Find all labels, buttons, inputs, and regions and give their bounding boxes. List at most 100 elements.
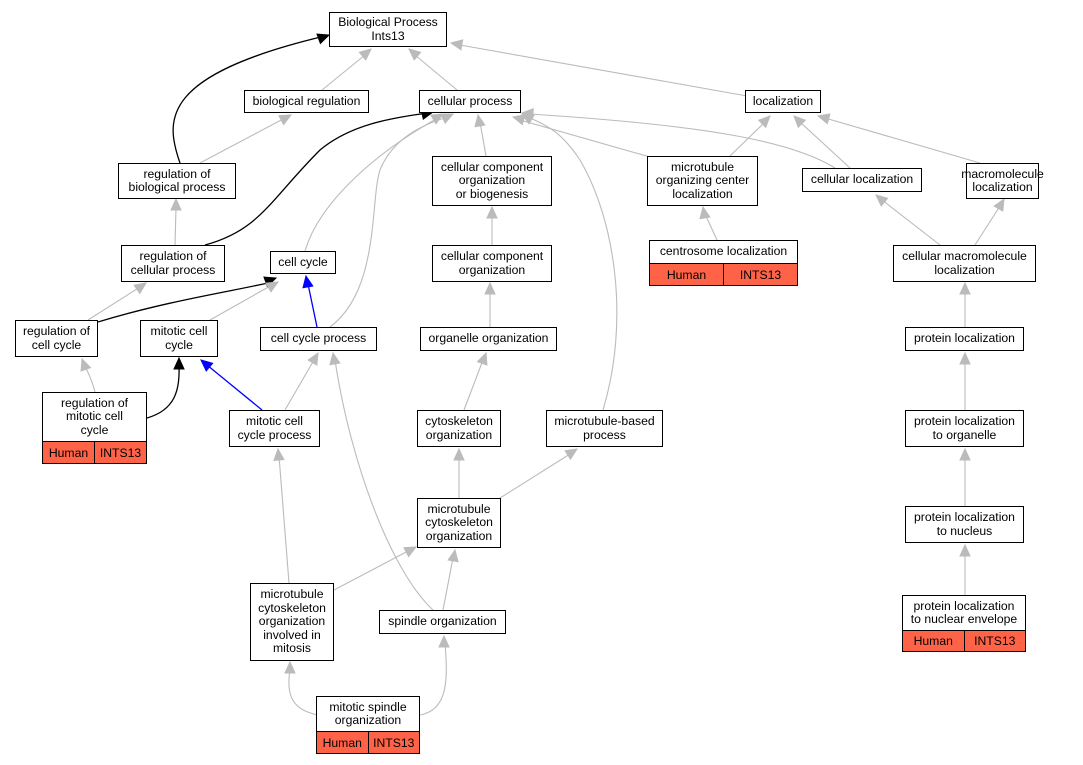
node-cellular-component-organization-or-biogenesis[interactable]: cellular component organization or bioge… [432,156,552,206]
edge-mt-cyto-to-mt-proc [499,453,571,499]
node-macromolecule-localization[interactable]: macromolecule localization [961,163,1044,199]
node-regulation-of-biological-process[interactable]: regulation of biological process [118,163,236,199]
edge-cmacro-to-cell-loc [881,199,941,246]
edge-ccob-to-cell-proc [479,121,487,157]
edge-mt-cyto-to-cyto-arrowhead [453,447,465,461]
edge-ms-to-mt-mitosis [288,669,319,716]
node-cellular-process[interactable]: cellular process [419,90,521,113]
edge-mitotic-cc-to-cell-cycle [209,284,273,321]
node-mitotic-spindle-organization[interactable]: mitotic spindle organization [316,696,420,732]
edge-cmacro-to-macro-loc-arrowhead [993,197,1005,212]
edge-cell-proc-to-bp [414,54,458,91]
node-protein-localization-to-organelle[interactable]: protein localization to organelle [905,410,1024,447]
node-cell-cycle[interactable]: cell cycle [270,251,336,274]
node-cell-cycle-process[interactable]: cell cycle process [260,327,377,351]
edge-bio-reg-to-bp [321,54,366,91]
node-regulation-of-mitotic-cell-cycle[interactable]: regulation of mitotic cell cycle [42,392,147,442]
node-microtubule-cytoskeleton-organization-involved-in-mitosis[interactable]: microtubule cytoskeleton organization in… [250,583,334,661]
gene-label: INTS13 [963,631,1026,651]
node-cellular-component-organization[interactable]: cellular component organization [432,245,552,282]
edge-mt-proc-to-cell-proc-arrowhead [520,113,535,125]
edge-reg-bio-to-bio-reg [199,117,286,164]
edge-ccp-to-cell-proc [329,116,449,328]
node-regulation-of-cellular-process[interactable]: regulation of cellular process [121,245,225,282]
edge-mitotic-cc-to-cell-cycle-arrowhead [265,281,280,293]
edge-mt-mitosis-to-mccp [278,455,290,584]
edge-cell-cycle-to-cell-proc-arrowhead [430,113,445,125]
edge-spindle-to-ccp [334,359,434,611]
species-label: Human [48,445,89,460]
node-cellular-macromolecule-localization[interactable]: cellular macromolecule localization [893,245,1036,282]
gene-label: INTS13 [94,442,146,463]
edge-ccp-to-cell-proc-arrowhead [440,113,455,125]
edge-cco-to-ccob-arrowhead [486,205,498,219]
edge-mccp-to-mitotic-cc-arrowhead [200,359,214,372]
edge-centrosome-to-mtoc-arrowhead [699,205,711,220]
edge-cell-proc-to-bp-arrowhead [408,48,422,61]
edge-ccob-to-cell-proc-arrowhead [474,113,486,128]
edge-reg-cc-to-cell-cycle [97,281,273,323]
edge-cell-loc-to-localization [799,121,851,169]
node-mitotic-cell-cycle-process[interactable]: mitotic cell cycle process [229,410,320,447]
node-regulation-of-cell-cycle[interactable]: regulation of cell cycle [15,320,98,357]
edge-spindle-to-ccp-arrowhead [329,351,341,366]
edge-ms-to-spindle [419,642,447,716]
node-cytoskeleton-organization[interactable]: cytoskeleton organization [417,410,501,447]
node-localization[interactable]: localization [745,90,821,113]
edge-mccp-to-ccp [284,359,315,411]
edge-reg-cell-to-reg-bio [174,207,177,246]
edge-reg-cell-to-reg-bio-arrowhead [170,197,182,211]
annotation-mitotic-spindle-organization: Human INTS13 [316,732,420,754]
edge-reg-cc-to-reg-cell [87,286,141,321]
edge-ms-to-mt-mitosis-arrowhead [284,660,296,674]
node-microtubule-organizing-center-localization[interactable]: microtubule organizing center localizati… [647,156,758,206]
edge-reg-mcc-to-mitotic-cc-arrowhead [173,356,185,370]
node-spindle-organization[interactable]: spindle organization [379,610,506,634]
edge-mtoc-to-localization-arrowhead [757,115,771,129]
node-microtubule-cytoskeleton-organization[interactable]: microtubule cytoskeleton organization [417,498,501,548]
edge-mt-cyto-to-mt-proc-arrowhead [564,448,579,461]
edge-mtoc-to-cell-proc [519,119,651,158]
edge-organelle-to-cco-arrowhead [484,281,496,295]
edge-ms-to-spindle-arrowhead [438,634,450,648]
edge-reg-mcc-to-reg-cc [84,365,96,393]
node-protein-localization-to-nucleus[interactable]: protein localization to nucleus [905,506,1024,543]
node-cellular-localization[interactable]: cellular localization [802,168,922,192]
edge-prot-org-to-prot-loc-arrowhead [959,351,971,365]
edge-reg-mcc-to-reg-cc-arrowhead [80,357,92,372]
edge-mt-mitosis-to-mt-cyto [333,549,411,591]
edge-mtoc-to-cell-proc-arrowhead [511,114,526,126]
node-microtubule-based-process[interactable]: microtubule-based process [546,410,663,447]
edge-cmacro-prot-to-cmacro-arrowhead [959,281,971,295]
node-mitotic-cell-cycle[interactable]: mitotic cell cycle [140,320,218,357]
edge-reg-bio-to-bp [172,35,326,164]
edge-reg-mcc-to-mitotic-cc [146,365,180,419]
gene-label: INTS13 [367,732,420,753]
edge-reg-cc-to-reg-cell-arrowhead [133,282,147,295]
edge-bio-reg-to-bp-arrowhead [358,48,372,61]
edge-mtoc-to-localization [729,121,766,157]
species-label: Human [913,634,953,648]
edge-cell-loc-to-cell-proc [529,113,836,169]
edge-centrosome-to-mtoc [704,213,718,241]
edge-reg-cell-to-cell-proc [204,112,429,246]
node-centrosome-localization[interactable]: centrosome localization [649,240,798,264]
node-organelle-organization[interactable]: organelle organization [420,327,557,351]
edge-ne-to-nuc-arrowhead [959,543,971,557]
edge-cyto-to-organelle [463,359,484,411]
species-label: Human [322,735,362,750]
edge-cmacro-to-macro-loc [974,205,1001,246]
edge-cyto-to-organelle-arrowhead [476,351,488,366]
edge-mccp-to-mitotic-cc [206,364,263,411]
edge-spindle-to-mt-cyto-arrowhead [447,548,459,563]
node-biological-process[interactable]: Biological Process Ints13 [329,12,447,47]
edge-mt-proc-to-cell-proc [529,117,618,411]
node-biological-regulation[interactable]: biological regulation [244,90,369,113]
edge-ccp-to-cell-cycle-arrowhead [302,274,314,289]
gene-label: INTS13 [723,264,797,285]
edge-cell-loc-to-localization-arrowhead [793,115,807,129]
edge-reg-bio-to-bio-reg-arrowhead [278,114,293,126]
node-protein-localization[interactable]: protein localization [905,327,1024,351]
node-protein-localization-to-nuclear-envelope[interactable]: protein localization to nuclear envelope [902,595,1026,631]
edge-cell-cycle-to-cell-proc [304,117,439,252]
